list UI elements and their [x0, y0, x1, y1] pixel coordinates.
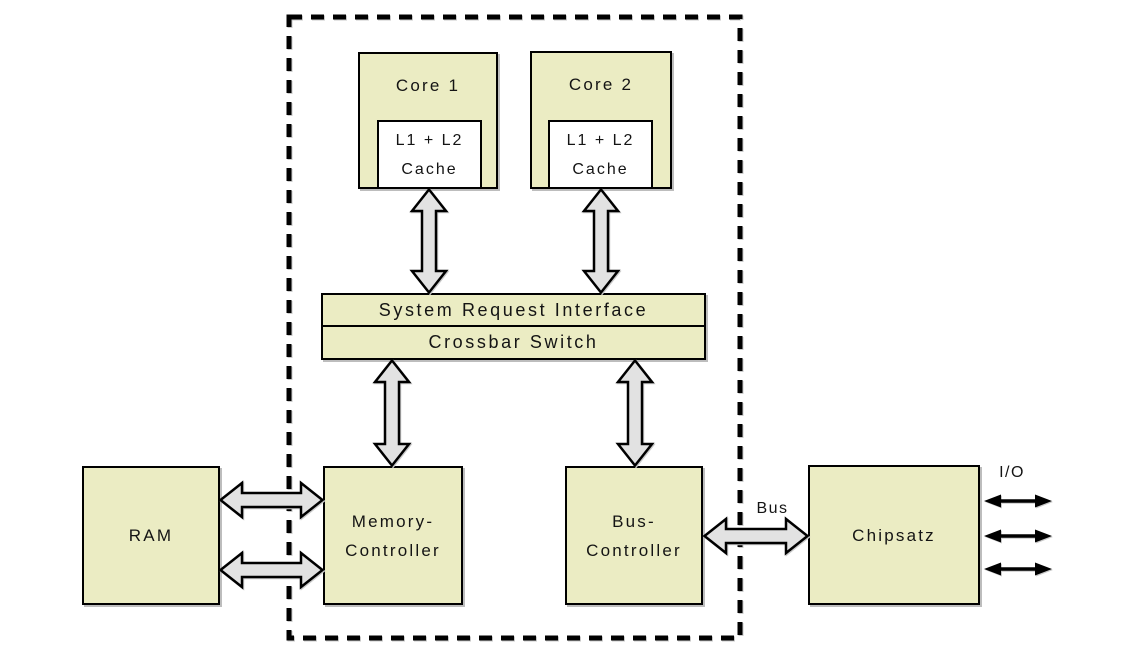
core1-label: Core 1: [395, 75, 461, 95]
cpu-die-boundary: [286, 14, 743, 641]
core2-label: Core 2: [568, 74, 634, 94]
arrow-cache2-sri: [581, 187, 621, 295]
arrow-bus-controller-chipsatz: [702, 516, 810, 556]
arrow-ram-memory-controller-bottom: [218, 550, 325, 590]
crossbar-switch-bar: Crossbar Switch: [321, 325, 706, 360]
system-request-interface-bar: System Request Interface: [321, 293, 706, 327]
memory-controller-box: Memory- Controller: [323, 466, 463, 605]
bus-controller-line2: Controller: [586, 540, 682, 560]
io-arrow-1: [984, 494, 1052, 508]
system-request-interface-label: System Request Interface: [378, 299, 649, 320]
core2-cache-line2: Cache: [572, 160, 629, 178]
chipsatz-box: Chipsatz: [808, 465, 980, 605]
chipsatz-label: Chipsatz: [852, 525, 936, 545]
core2-cache-line1: L1 + L2: [566, 131, 635, 149]
ram-box: RAM: [82, 466, 220, 605]
bus-controller-line1: Bus-: [612, 511, 656, 531]
arrow-crossbar-bus-controller: [615, 358, 655, 468]
core1-cache-line2: Cache: [401, 160, 458, 178]
memory-controller-line2: Controller: [345, 540, 441, 560]
arrow-ram-memory-controller-top: [218, 480, 325, 520]
memory-controller-line1: Memory-: [351, 511, 435, 531]
io-label: I/O: [999, 464, 1025, 481]
arrow-cache1-sri: [409, 187, 449, 295]
io-arrow-2: [984, 529, 1052, 543]
core1-cache-box: L1 + L2 Cache: [377, 120, 482, 189]
bus-controller-box: Bus- Controller: [565, 466, 703, 605]
core1-cache-line1: L1 + L2: [395, 131, 464, 149]
arrow-crossbar-memory-controller: [372, 358, 412, 468]
ram-label: RAM: [128, 526, 174, 545]
crossbar-switch-label: Crossbar Switch: [428, 332, 599, 352]
io-arrow-3: [984, 562, 1052, 576]
bus-label: Bus: [756, 500, 789, 517]
core2-cache-box: L1 + L2 Cache: [548, 120, 653, 189]
